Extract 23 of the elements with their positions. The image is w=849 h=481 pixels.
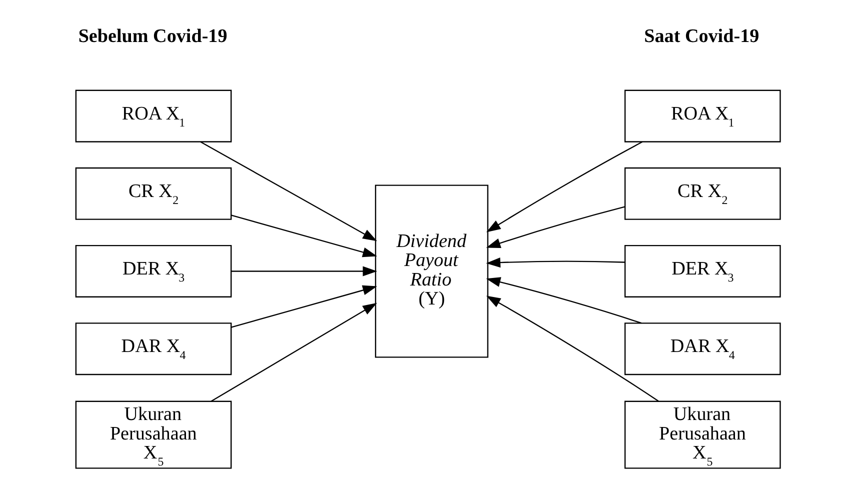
node-box: Ukuran Perusahaan X$_{5}$ <box>75 400 232 469</box>
arrow <box>486 141 643 232</box>
node-box: CR X$_{2}$ <box>75 167 232 220</box>
node-box: CR X$_{2}$ <box>624 167 781 220</box>
arrow <box>486 258 625 268</box>
node-box: DER X$_{3}$ <box>624 244 781 298</box>
arrow <box>231 214 378 258</box>
arrow <box>210 302 378 402</box>
arrow <box>231 285 378 328</box>
arrow <box>231 266 378 276</box>
arrow <box>486 206 625 248</box>
node-box: Ukuran Perusahaan X$_{5}$ <box>624 400 781 469</box>
arrow <box>200 141 378 242</box>
node-box: Dividend Payout Ratio (Y) <box>374 184 488 358</box>
node-box: DAR X$_{4}$ <box>75 322 232 376</box>
node-box: DER X$_{3}$ <box>75 244 232 298</box>
arrow <box>486 296 659 402</box>
label: Sebelum Covid-19 <box>78 26 228 47</box>
node-box: ROA X$_{1}$ <box>75 90 232 142</box>
node-box: ROA X$_{1}$ <box>624 90 781 142</box>
arrow <box>486 277 642 324</box>
node-box: DAR X$_{4}$ <box>624 322 781 376</box>
label: Saat Covid-19 <box>644 26 760 47</box>
